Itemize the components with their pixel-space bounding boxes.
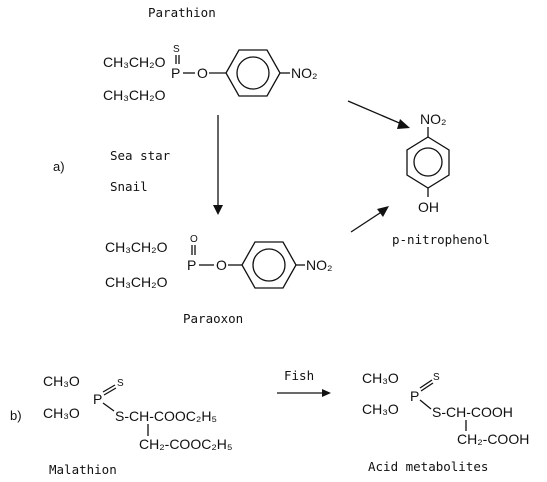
metabolites-atom-s: S	[433, 372, 440, 383]
parathion-group-1: CH₃CH₂O	[103, 54, 166, 70]
paraoxon-atom-o-double: O	[190, 234, 198, 245]
parathion-ring-circle	[236, 56, 270, 90]
metabolites-group-1: CH₃O	[362, 370, 399, 386]
malathion-group-2: CH₃O	[43, 405, 80, 421]
paraoxon-group-1: CH₃CH₂O	[105, 239, 168, 255]
paraoxon-structure: CH₃CH₂O CH₃CH₂O O P O NO₂ Paraoxon	[105, 234, 332, 326]
organism-snail: Snail	[110, 179, 148, 194]
parathion-substituent: NO₂	[291, 65, 317, 81]
malathion-ps-double-b	[103, 387, 117, 396]
parathion-atom-s: S	[173, 44, 180, 55]
malathion-structure: CH₃O CH₃O S P S-CH-COOC₂H₅ CH₂-COOC₂H₅ M…	[43, 373, 233, 477]
metabolites-p-s-bond	[419, 399, 432, 410]
arrow-malathion-to-metabolites	[277, 389, 331, 397]
part-b-label: b)	[10, 408, 22, 423]
parathion-group-2: CH₃CH₂O	[103, 87, 166, 103]
nitrophenol-oh: OH	[418, 199, 439, 215]
metabolites-chain-2: CH₂-COOH	[457, 431, 529, 447]
nitrophenol-structure: NO₂ OH p-nitrophenol	[392, 111, 490, 247]
paraoxon-name: Paraoxon	[183, 311, 243, 326]
parathion-atom-o: O	[197, 65, 208, 81]
nitrophenol-name: p-nitrophenol	[392, 232, 490, 247]
organism-sea-star: Sea star	[110, 148, 171, 163]
malathion-atom-p: P	[93, 391, 102, 407]
metabolites-group-2: CH₃O	[362, 401, 399, 417]
metabolites-structure: CH₃O CH₃O S P S-CH-COOH CH₂-COOH Acid me…	[362, 370, 529, 474]
metabolites-ps-double-a	[419, 379, 433, 389]
nitrophenol-ring-circle	[413, 147, 443, 177]
nitrophenol-benzene-ring	[406, 136, 450, 189]
malathion-p-s-bond	[102, 402, 115, 412]
parathion-structure: Parathion CH₃CH₂O CH₃CH₂O S P O NO₂	[103, 5, 317, 103]
malathion-chain-2: CH₂-COOC₂H₅	[139, 436, 233, 452]
malathion-group-1: CH₃O	[43, 373, 80, 389]
metabolites-name: Acid metabolites	[368, 459, 488, 474]
arrow-paraoxon-to-nitrophenol	[350, 206, 389, 233]
malathion-atom-s: S	[117, 378, 124, 389]
malathion-name: Malathion	[49, 462, 117, 477]
paraoxon-ring-circle	[252, 248, 286, 282]
part-a-label: a)	[53, 159, 65, 174]
parathion-atom-p: P	[171, 65, 180, 81]
metabolites-atom-p: P	[410, 388, 419, 404]
nitrophenol-no2: NO₂	[420, 111, 446, 127]
paraoxon-substituent: NO₂	[306, 257, 332, 273]
malathion-ps-double-a	[102, 384, 116, 393]
parathion-name: Parathion	[148, 5, 216, 20]
arrow-parathion-to-nitrophenol	[347, 100, 410, 129]
paraoxon-group-2: CH₃CH₂O	[105, 274, 168, 290]
metabolites-chain-1: S-CH-COOH	[432, 404, 513, 420]
organism-fish: Fish	[284, 368, 314, 383]
malathion-chain-1: S-CH-COOC₂H₅	[115, 408, 217, 424]
paraoxon-atom-p: P	[187, 257, 196, 273]
paraoxon-atom-o: O	[216, 257, 227, 273]
metabolites-ps-double-b	[420, 382, 434, 392]
arrow-parathion-to-paraoxon	[213, 115, 223, 215]
